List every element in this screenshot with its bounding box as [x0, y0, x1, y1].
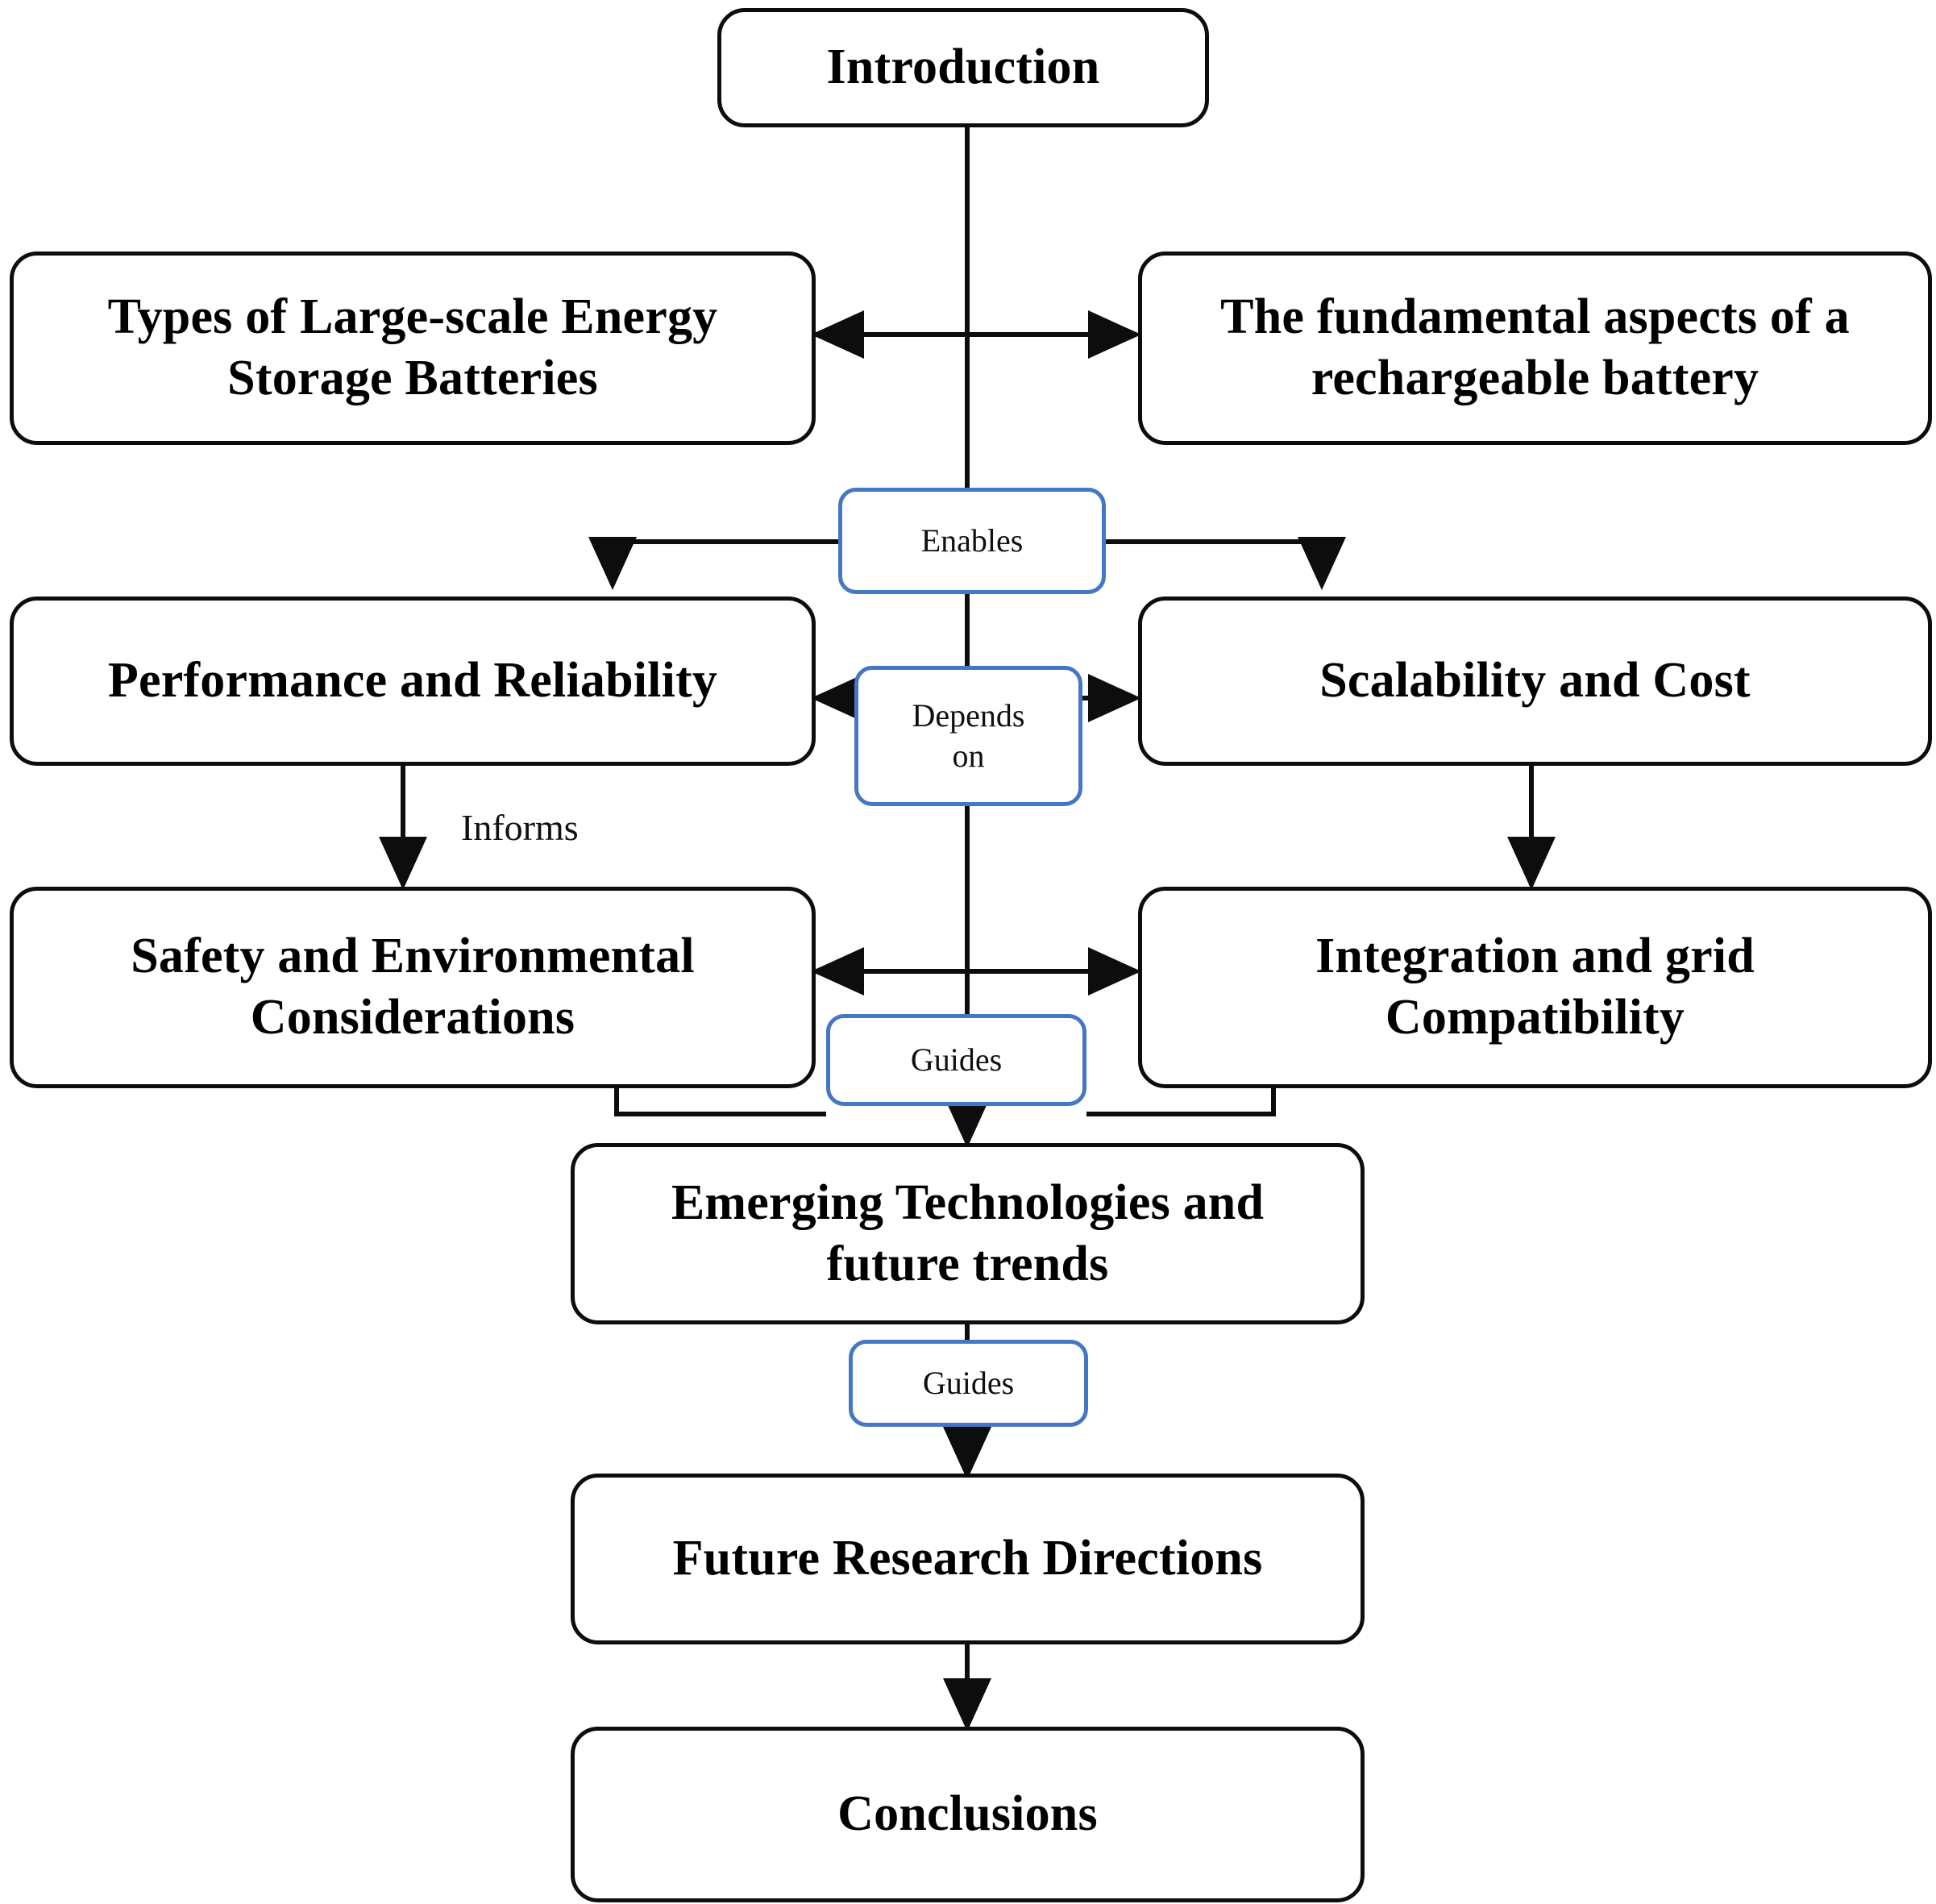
node-introduction-label: Introduction — [826, 39, 1100, 95]
node-future-research-directions-label: Future Research Directions — [672, 1531, 1263, 1586]
connector-depends-on[interactable]: Depends on — [854, 666, 1082, 806]
node-scalability-cost-label: Scalability and Cost — [1319, 653, 1751, 709]
connector-guides-2[interactable]: Guides — [849, 1340, 1088, 1427]
node-introduction[interactable]: Introduction — [717, 8, 1209, 127]
connector-enables[interactable]: Enables — [838, 488, 1106, 594]
arrow-enables-scalability — [1106, 537, 1346, 590]
node-safety-environmental-label: Safety and Environmental Considerations — [131, 929, 695, 1045]
connector-depends-on-label: Depends on — [912, 697, 1025, 774]
line-integration-to-guides1 — [1086, 1087, 1276, 1116]
node-emerging-technologies-label: Emerging Technologies and future trends — [671, 1174, 1265, 1291]
connector-guides-1-label: Guides — [910, 1041, 1003, 1078]
node-conclusions-label: Conclusions — [837, 1786, 1098, 1842]
node-types-of-batteries[interactable]: Types of Large-scale Energy Storage Batt… — [10, 252, 816, 445]
node-integration-grid[interactable]: Integration and grid Compatibility — [1138, 887, 1932, 1088]
connector-enables-label: Enables — [920, 522, 1024, 559]
node-emerging-technologies[interactable]: Emerging Technologies and future trends — [571, 1143, 1365, 1324]
connector-guides-2-label: Guides — [922, 1365, 1015, 1401]
connector-guides-1[interactable]: Guides — [826, 1014, 1086, 1106]
node-integration-grid-label: Integration and grid Compatibility — [1315, 929, 1755, 1045]
arrow-enables-performance — [588, 537, 838, 590]
node-conclusions[interactable]: Conclusions — [571, 1727, 1365, 1902]
node-fundamental-aspects[interactable]: The fundamental aspects of a rechargeabl… — [1138, 252, 1932, 445]
node-future-research-directions[interactable]: Future Research Directions — [571, 1474, 1365, 1644]
edge-label-informs: Informs — [461, 807, 579, 848]
node-performance-reliability-label: Performance and Reliability — [107, 653, 718, 709]
node-fundamental-aspects-label: The fundamental aspects of a rechargeabl… — [1220, 289, 1850, 405]
node-types-of-batteries-label: Types of Large-scale Energy Storage Batt… — [107, 289, 718, 405]
node-safety-environmental[interactable]: Safety and Environmental Considerations — [10, 887, 816, 1088]
node-performance-reliability[interactable]: Performance and Reliability — [10, 597, 816, 766]
line-safety-to-guides1 — [614, 1087, 826, 1116]
node-scalability-cost[interactable]: Scalability and Cost — [1138, 597, 1932, 766]
